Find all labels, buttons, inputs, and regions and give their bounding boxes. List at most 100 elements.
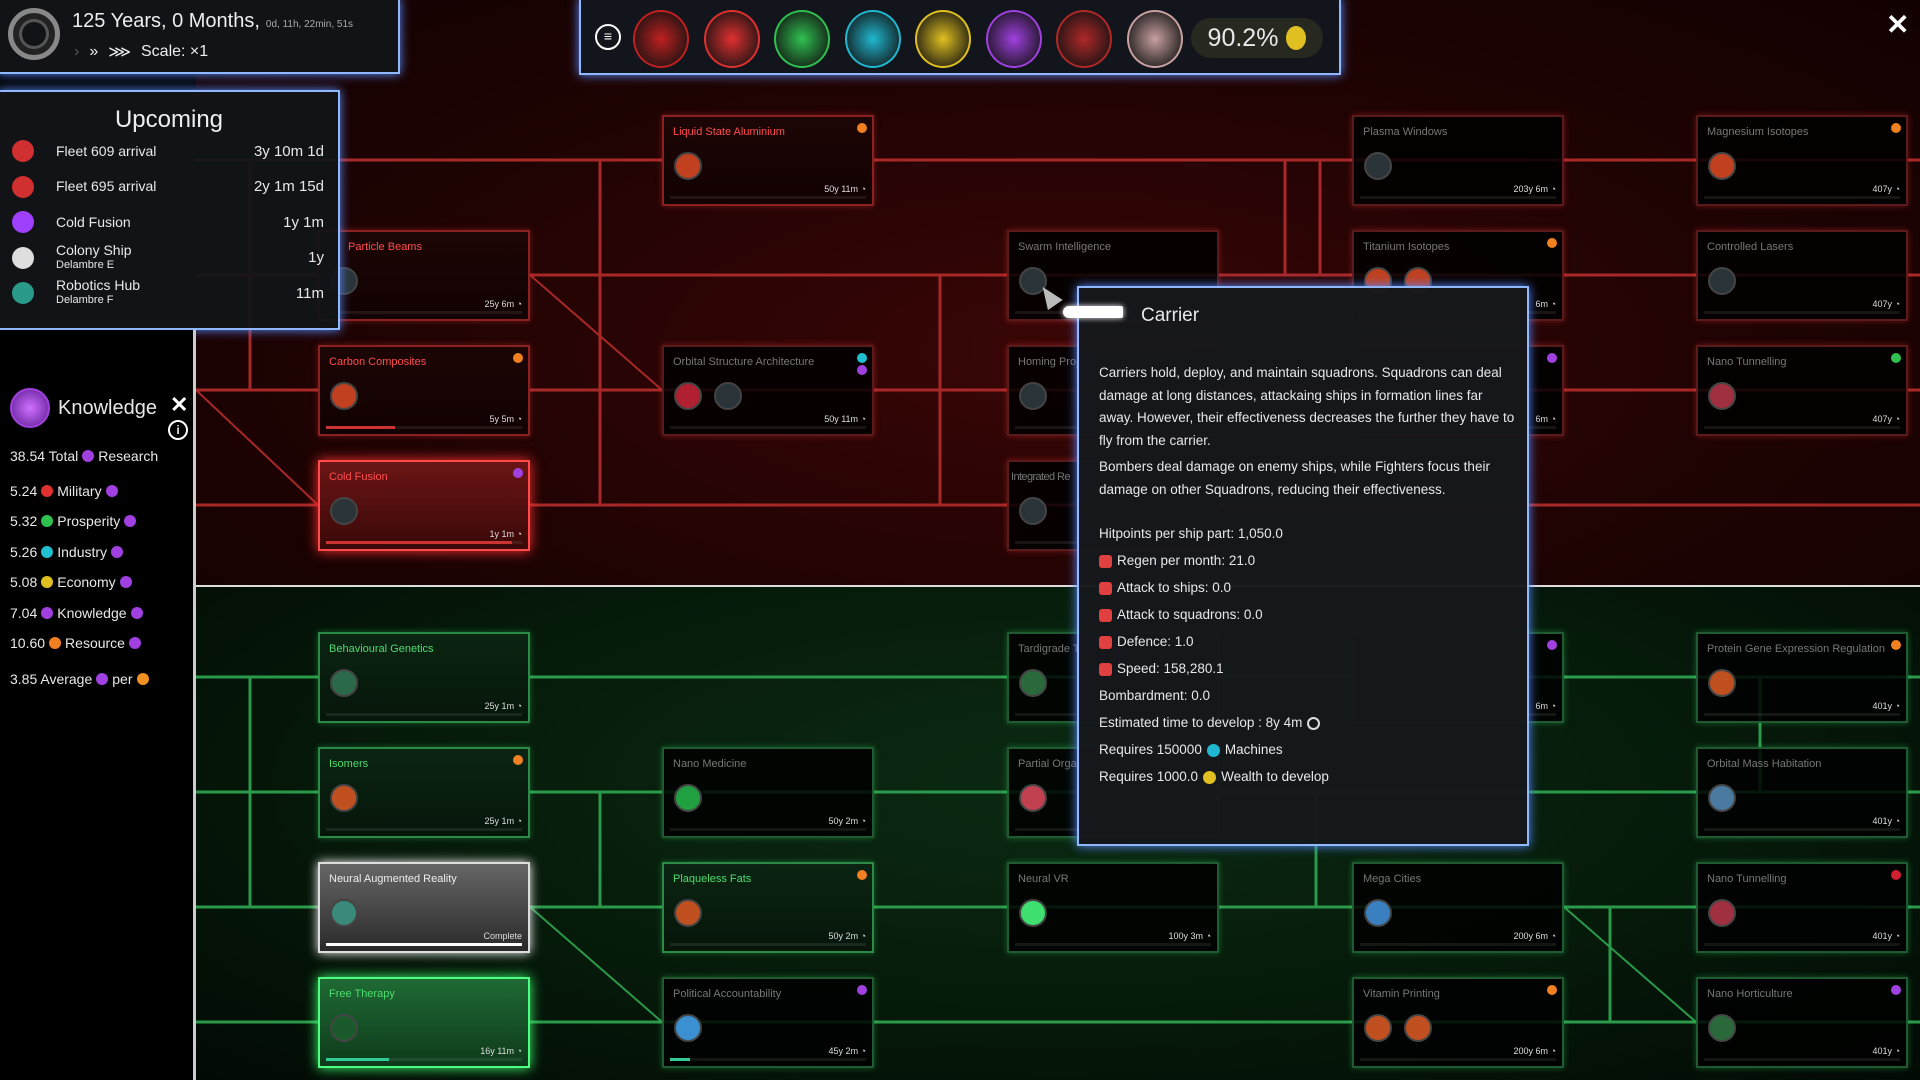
tech-title: Nano Tunnelling xyxy=(1707,873,1787,885)
play-icon[interactable]: › xyxy=(74,43,80,60)
tech-title: Neural Augmented Reality xyxy=(329,873,457,885)
tech-title: Cold Fusion xyxy=(329,471,388,483)
breakdown-value: 5.32 xyxy=(10,513,38,530)
game-date: 125 Years, 0 Months,0d, 11h, 22min, 51s xyxy=(72,10,353,33)
upcoming-name-text: Robotics Hub xyxy=(56,277,141,293)
military-tab-icon[interactable] xyxy=(703,10,760,68)
upcoming-name: Cold Fusion xyxy=(56,214,131,230)
knowledge-tab-icon[interactable] xyxy=(985,10,1042,68)
tech-node[interactable]: Nano Tunnelling 401y ◔ xyxy=(1696,862,1908,953)
tech-time-text: 6m xyxy=(1535,299,1549,309)
tech-unlock-icon xyxy=(1708,267,1736,295)
tech-time: 50y 11m ◔ xyxy=(824,184,866,194)
tech-progress-bar xyxy=(326,828,522,831)
tech-title: Isomers xyxy=(329,758,369,770)
tech-progress-bar xyxy=(1704,943,1900,946)
tech-time-text: 401y xyxy=(1872,931,1893,941)
close-icon[interactable]: ✕ xyxy=(1886,9,1910,40)
regen-icon xyxy=(1099,555,1112,568)
tech-unlock-icon xyxy=(330,382,358,410)
tech-time-text: 45y 2m xyxy=(828,1046,859,1056)
tech-progress-bar xyxy=(326,713,522,716)
fast-forward-icon[interactable]: » xyxy=(89,43,99,60)
clock-icon[interactable] xyxy=(8,8,60,60)
tooltip-stat: Hitpoints per ship part: 1,050.0 xyxy=(1099,521,1519,548)
bookmark-tab-icon[interactable] xyxy=(1126,10,1183,68)
wealth-value: 90.2% xyxy=(1207,23,1279,52)
progress-fill xyxy=(326,943,522,946)
clock-icon: ◔ xyxy=(514,299,522,309)
close-icon[interactable]: ✕ xyxy=(170,392,189,417)
upcoming-time: 1y 1m xyxy=(283,213,324,231)
upcoming-item[interactable]: Cold Fusion 1y 1m xyxy=(12,205,324,239)
tech-time: 407y ◔ xyxy=(1873,184,1900,194)
tech-unlock-icon xyxy=(330,899,358,927)
tech-time-text: 25y 1m xyxy=(484,701,515,711)
tech-unlock-icon xyxy=(1708,669,1736,697)
tech-progress-bar xyxy=(1704,426,1900,429)
tech-time-text: 401y xyxy=(1872,1046,1893,1056)
tech-title: Partial Organ xyxy=(1018,758,1083,770)
tech-title: Nano Tunnelling xyxy=(1707,356,1787,368)
tech-unlock-icon xyxy=(1404,1014,1432,1042)
tech-time: 401y ◔ xyxy=(1873,931,1900,941)
fastest-forward-icon[interactable]: ⋙ xyxy=(108,44,131,61)
knowledge-icon xyxy=(10,388,50,428)
galaxy-tab-icon[interactable] xyxy=(1056,10,1112,68)
prosperity-tab-icon[interactable] xyxy=(774,10,830,68)
stat-suffix: Wealth to develop xyxy=(1221,769,1329,785)
tech-time: 6m ◔ xyxy=(1536,701,1556,711)
tech-time-text: 50y 11m xyxy=(824,414,859,424)
tech-progress-bar xyxy=(326,1058,522,1061)
tech-time-text: 25y 1m xyxy=(484,816,515,826)
tech-title: Carbon Composites xyxy=(329,356,427,368)
category-badge-icon xyxy=(857,365,867,375)
industry-tab-icon[interactable] xyxy=(844,10,901,68)
clock-icon: ◔ xyxy=(858,816,866,826)
tech-progress-bar xyxy=(326,541,522,544)
clock-icon: ◔ xyxy=(514,816,522,826)
prosperity-icon xyxy=(41,515,54,528)
wealth-indicator[interactable]: 90.2% xyxy=(1191,18,1323,58)
tech-time-text: 16y 11m xyxy=(480,1046,515,1056)
attack-squadrons-icon xyxy=(1099,609,1112,622)
menu-icon[interactable]: ≡ xyxy=(595,24,621,50)
progress-fill xyxy=(326,1058,389,1061)
clock-icon: ◔ xyxy=(1892,299,1900,309)
research-icon xyxy=(12,211,34,233)
tooltip-stat: Attack to ships: 0.0 xyxy=(1099,575,1519,602)
tech-node[interactable]: Isomers 25y 1m ◔ xyxy=(318,747,530,838)
economy-tab-icon[interactable] xyxy=(915,10,971,68)
fleet-tab-icon[interactable] xyxy=(633,10,689,68)
category-badge-icon xyxy=(513,468,523,478)
category-badge-icon xyxy=(857,353,867,363)
tech-title: Titanium Isotopes xyxy=(1363,241,1450,253)
tooltip-stat: Regen per month: 21.0 xyxy=(1099,548,1519,575)
info-icon[interactable]: i xyxy=(168,420,188,440)
